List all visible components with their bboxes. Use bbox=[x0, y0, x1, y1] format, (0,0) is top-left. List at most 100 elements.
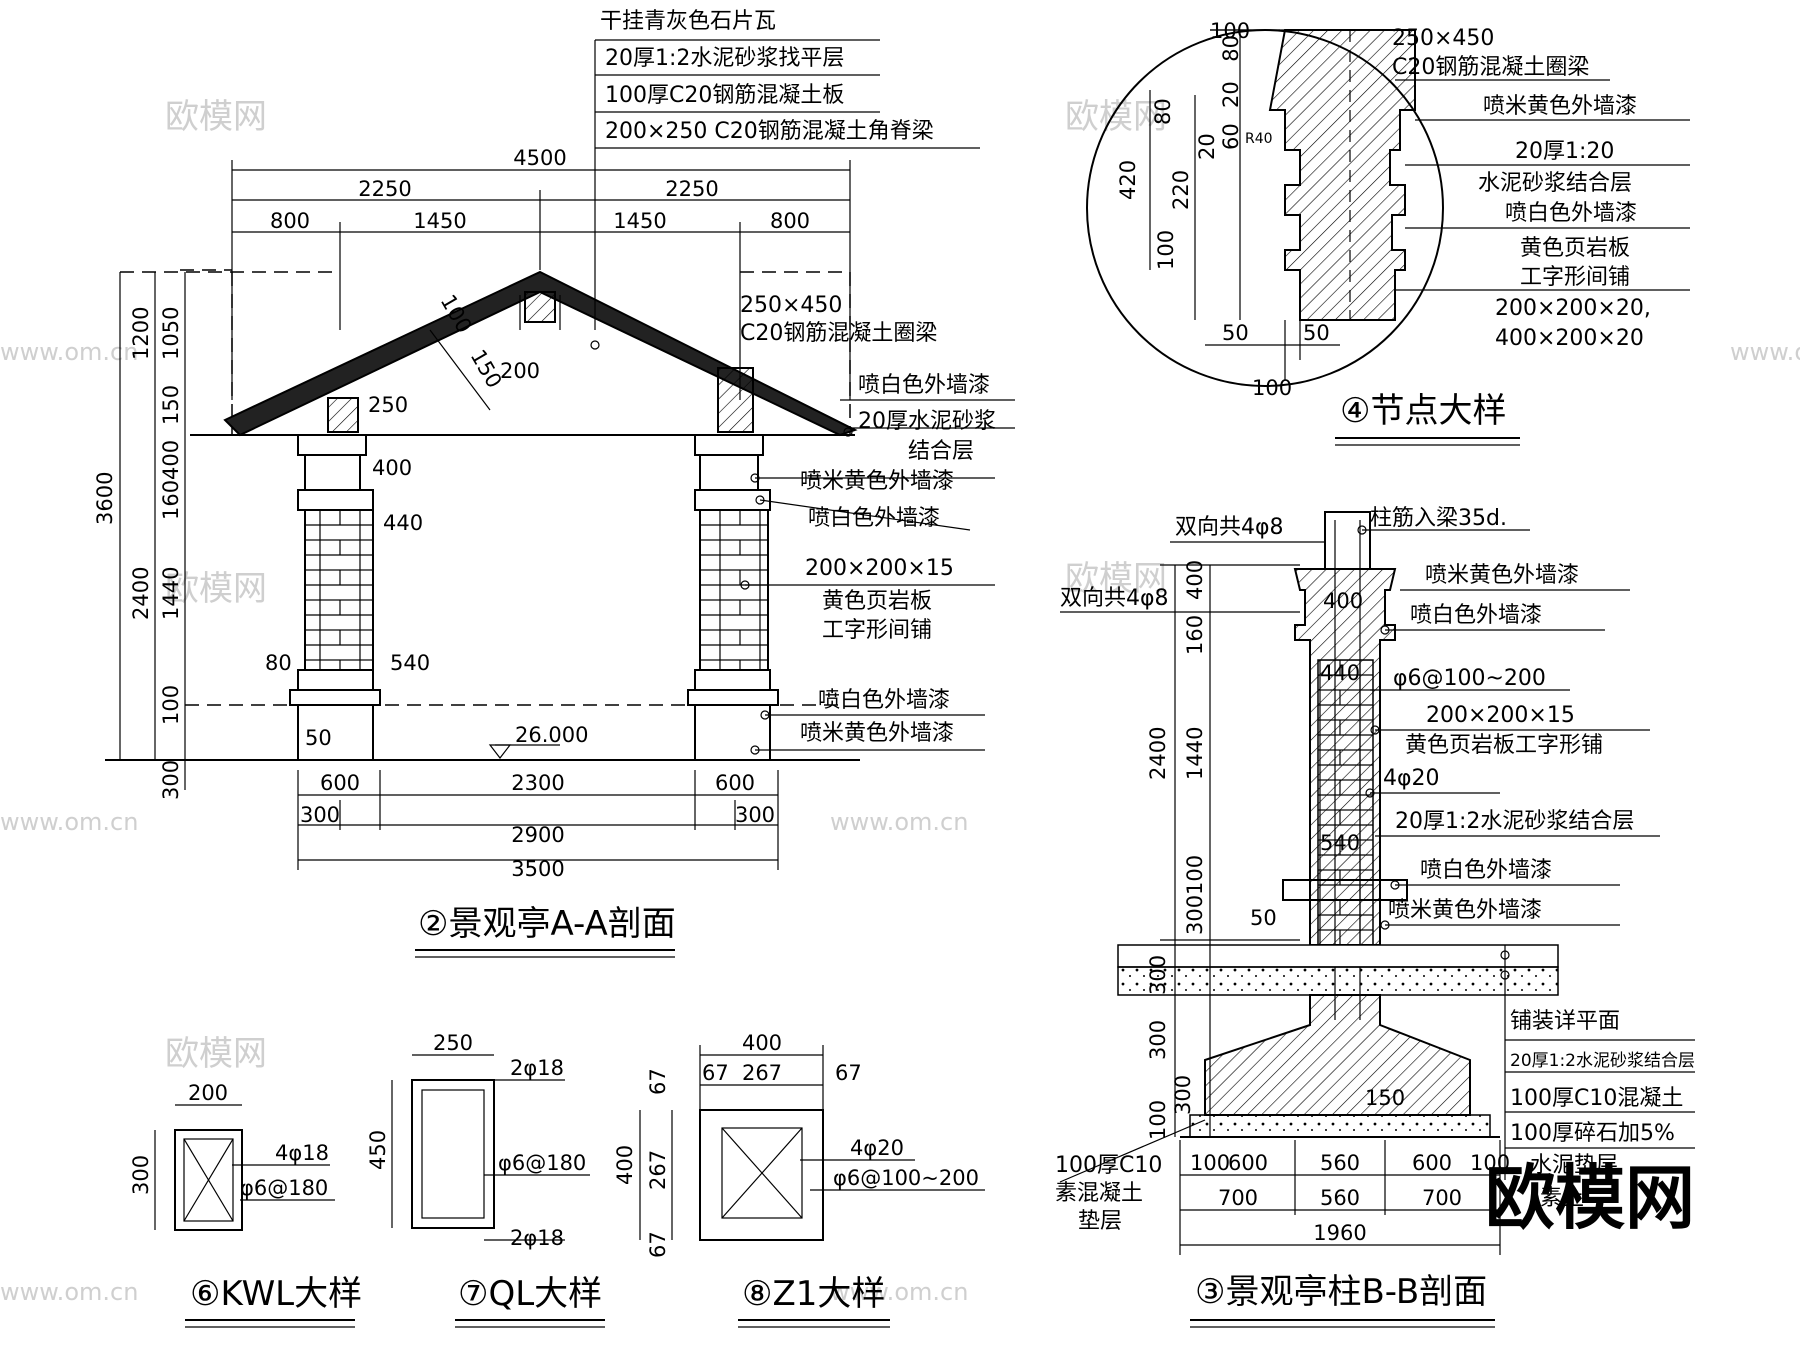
col-shale-size: 200×200×15 bbox=[1426, 703, 1575, 728]
col-mortar-label: 20厚1:2水泥砂浆结合层 bbox=[1395, 809, 1634, 834]
foot-b-100a: 100 bbox=[1190, 1151, 1230, 1175]
dim-1050: 1050 bbox=[159, 307, 183, 360]
foot-b-560b: 560 bbox=[1320, 1186, 1360, 1210]
footing bbox=[1204, 994, 1471, 1116]
elevation-label: 26.000 bbox=[515, 723, 588, 747]
kwl-stirrup: φ6@180 bbox=[240, 1176, 328, 1200]
z1-c-r: 67 bbox=[835, 1061, 862, 1085]
node-dim-100b: 100 bbox=[1252, 376, 1292, 400]
dim-800-l: 800 bbox=[270, 209, 310, 233]
dim-160-left: 160 bbox=[159, 480, 183, 520]
col-dim-2400: 2400 bbox=[1146, 727, 1170, 780]
watermark: www.om.cn bbox=[0, 338, 138, 366]
roof-label-2: 20厚1:2水泥砂浆找平层 bbox=[605, 46, 844, 71]
gravel-label-a: 100厚碎石加5% bbox=[1510, 1121, 1675, 1146]
foot-dim-300a: 300 bbox=[1146, 955, 1170, 995]
rebar-top-label: 双向共4φ8 bbox=[1175, 515, 1284, 540]
ring-beam-label: C20钢筋混凝土圈梁 bbox=[740, 321, 937, 346]
shale-size: 200×200×15 bbox=[805, 556, 954, 581]
roof-label-3: 100厚C20钢筋混凝土板 bbox=[605, 83, 844, 108]
dim-200: 200 bbox=[500, 359, 540, 383]
dim-250: 250 bbox=[368, 393, 408, 417]
node-dim-80a: 80 bbox=[1219, 35, 1243, 62]
node-dim-100: 100 bbox=[1154, 230, 1178, 270]
node-yellow-paint: 喷米黄色外墙漆 bbox=[1483, 94, 1637, 119]
col-dim-100: 100 bbox=[1183, 855, 1207, 895]
ring-beam-size: 250×450 bbox=[740, 293, 842, 318]
z1-title: ⑧Z1大样 bbox=[742, 1274, 885, 1314]
foot-dim-300c: 300 bbox=[1171, 1075, 1195, 1115]
bedding-a: 100厚C10 bbox=[1055, 1153, 1162, 1178]
node-size-b: 400×200×20 bbox=[1495, 326, 1644, 351]
kwl-detail: 200 300 4φ18 φ6@180 ⑥KWL大样 bbox=[129, 1081, 362, 1328]
ql-detail: 250 450 2φ18 φ6@180 2φ18 ⑦QL大样 bbox=[366, 1031, 605, 1328]
col-yellow-paint-2: 喷米黄色外墙漆 bbox=[1388, 898, 1542, 923]
section-aa: 4500 2250 2250 800 1450 1450 800 200 100… bbox=[93, 9, 1015, 958]
col-w-440: 440 bbox=[1320, 661, 1360, 685]
node-shale-a: 黄色页岩板 bbox=[1520, 236, 1630, 261]
col-yellow-paint-1: 喷米黄色外墙漆 bbox=[1425, 563, 1579, 588]
node-dim-20b: 20 bbox=[1195, 133, 1219, 160]
logo: 欧模网 bbox=[1485, 1157, 1695, 1239]
z1-w: 400 bbox=[742, 1031, 782, 1055]
node-dim-80b: 80 bbox=[1151, 98, 1175, 125]
node-size-a: 200×200×20, bbox=[1495, 296, 1651, 321]
dim-2300: 2300 bbox=[511, 771, 564, 795]
z1-h-in: 267 bbox=[646, 1150, 670, 1190]
watermark: www.om.cn bbox=[830, 808, 968, 836]
col-dim-1440: 1440 bbox=[1183, 727, 1207, 780]
ql-stirrup: φ6@180 bbox=[498, 1151, 586, 1175]
roof-label-4: 200×250 C20钢筋混凝土角脊梁 bbox=[605, 119, 934, 144]
watermark: 欧模网 bbox=[1065, 559, 1167, 599]
node-dim-420: 420 bbox=[1116, 160, 1140, 200]
mortar-1-a: 20厚水泥砂浆 bbox=[858, 409, 996, 434]
dim-600-bot-r: 600 bbox=[715, 771, 755, 795]
dim-2400: 2400 bbox=[129, 567, 153, 620]
paving-label: 铺装详平面 bbox=[1510, 1009, 1620, 1034]
node-dim-50a: 50 bbox=[1222, 321, 1249, 345]
rebar-anchor-label: 柱筋入梁35d. bbox=[1370, 506, 1507, 531]
ql-bar-top: 2φ18 bbox=[510, 1056, 564, 1080]
dim-3500: 3500 bbox=[511, 857, 564, 881]
dim-800-r: 800 bbox=[770, 209, 810, 233]
col-dim-300: 300 bbox=[1183, 895, 1207, 935]
section-aa-title: ②景观亭A-A剖面 bbox=[418, 904, 676, 944]
kwl-h: 300 bbox=[129, 1155, 153, 1195]
bedding-b: 素混凝土 bbox=[1055, 1181, 1143, 1206]
node-ring-size: 250×450 bbox=[1392, 26, 1494, 51]
gravel-label-b: 水泥垫层 bbox=[1530, 1153, 1618, 1178]
white-paint-3: 喷白色外墙漆 bbox=[818, 688, 950, 713]
kwl-w: 200 bbox=[188, 1081, 228, 1105]
rebar-mid-label: 双向共4φ8 bbox=[1060, 586, 1169, 611]
node-dim-top-100: 100 bbox=[1210, 19, 1250, 43]
watermark: www.om.cn bbox=[830, 1278, 968, 1306]
col-white-paint-2: 喷白色外墙漆 bbox=[1420, 858, 1552, 883]
col-w-400: 400 bbox=[1323, 589, 1363, 613]
node-ring-label: C20钢筋混凝土圈梁 bbox=[1392, 55, 1589, 80]
dim-2250-l: 2250 bbox=[358, 177, 411, 201]
z1-h: 400 bbox=[613, 1145, 637, 1185]
watermark: 欧模网 bbox=[165, 97, 267, 137]
z1-c-b: 67 bbox=[646, 1231, 670, 1258]
dim-600-bot-l: 600 bbox=[320, 771, 360, 795]
dim-80-col: 80 bbox=[265, 651, 292, 675]
ql-w: 250 bbox=[433, 1031, 473, 1055]
z1-detail: 400 267 67 67 400 267 67 67 4φ20 φ6@100~… bbox=[613, 1031, 985, 1328]
foot-b-560a: 560 bbox=[1320, 1151, 1360, 1175]
dim-4500: 4500 bbox=[513, 146, 566, 170]
node-dim-220: 220 bbox=[1169, 170, 1193, 210]
ring-beam-r bbox=[717, 367, 754, 433]
ql-bar-bot: 2φ18 bbox=[510, 1226, 564, 1250]
dim-300-bot-l: 300 bbox=[300, 803, 340, 827]
dim-100-left: 100 bbox=[159, 685, 183, 725]
node-dim-60: 60 bbox=[1219, 123, 1243, 150]
z1-bar: 4φ20 bbox=[850, 1136, 904, 1160]
white-paint-2: 喷白色外墙漆 bbox=[808, 506, 940, 531]
dim-150-left: 150 bbox=[159, 385, 183, 425]
ql-title: ⑦QL大样 bbox=[458, 1274, 602, 1314]
kwl-title: ⑥KWL大样 bbox=[190, 1274, 362, 1314]
watermark: www.om.cn bbox=[1730, 338, 1800, 366]
node-detail-title: ④节点大样 bbox=[1340, 391, 1506, 431]
